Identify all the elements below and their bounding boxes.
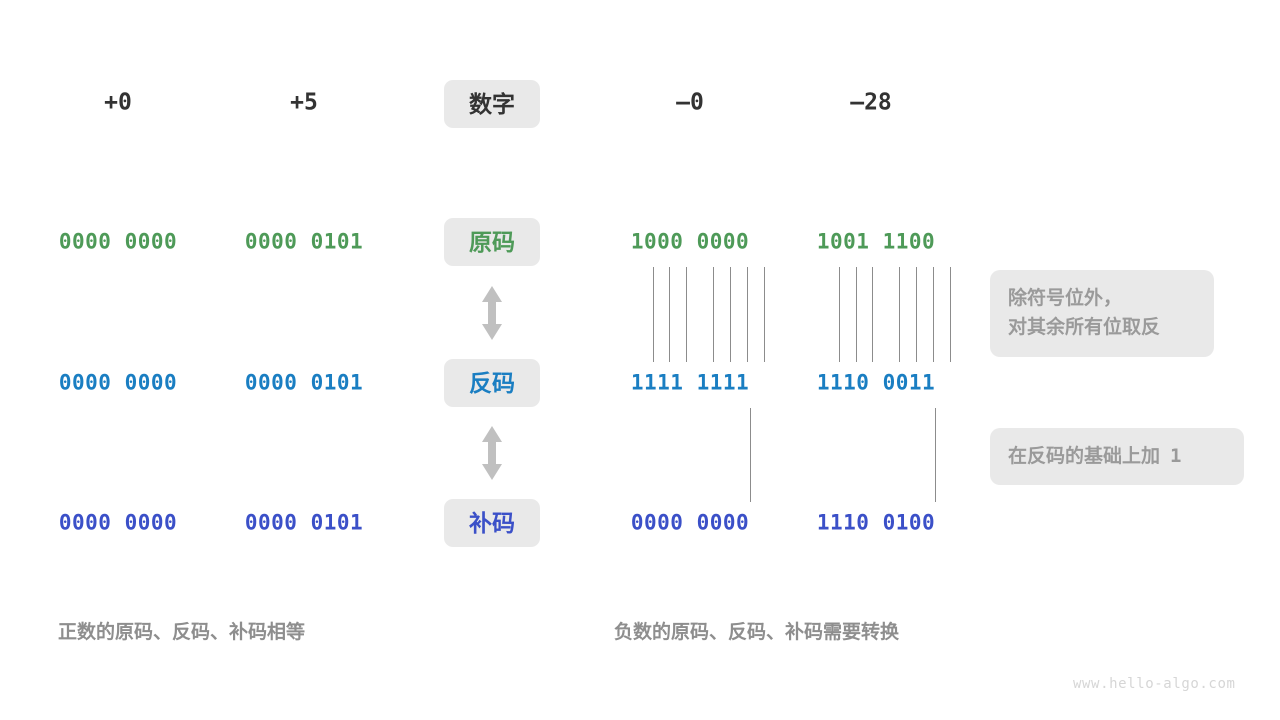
caption-negative-numbers: 负数的原码、反码、补码需要转换: [614, 622, 900, 643]
cell-sign-magnitude-plus-five: 0000 0101: [244, 229, 364, 254]
row-label-twos-complement: 补码: [444, 499, 540, 547]
connector-line: [856, 267, 857, 362]
cell-sign-magnitude-minus-zero: 1000 0000: [630, 229, 750, 254]
cell-ones-complement-plus-five: 0000 0101: [244, 370, 364, 395]
note-add-one-value: 1: [1170, 445, 1182, 467]
header-value-plus-zero: +0: [104, 89, 132, 116]
header-label-number: 数字: [444, 80, 540, 128]
note-add-one-text: 在反码的基础上加: [1008, 446, 1161, 467]
connector-line: [950, 267, 951, 362]
connector-line: [713, 267, 714, 362]
cell-twos-complement-plus-zero: 0000 0000: [58, 510, 178, 535]
cell-twos-complement-plus-five: 0000 0101: [244, 510, 364, 535]
note-invert-bits: 除符号位外， 对其余所有位取反: [990, 270, 1214, 357]
cell-ones-complement-minus-twenty-eight: 1110 0011: [816, 370, 936, 395]
connector-line: [839, 267, 840, 362]
header-value-minus-zero: –0: [676, 89, 704, 116]
cell-twos-complement-minus-twenty-eight: 1110 0100: [816, 510, 936, 535]
connector-line: [669, 267, 670, 362]
cell-sign-magnitude-minus-twenty-eight: 1001 1100: [816, 229, 936, 254]
arrow-ones-complement-to-twos-complement: [480, 425, 504, 481]
connector-line: [764, 267, 765, 362]
cell-twos-complement-minus-zero: 0000 0000: [630, 510, 750, 535]
header-value-minus-twenty-eight: –28: [850, 89, 892, 116]
connector-line: [686, 267, 687, 362]
arrow-sign-magnitude-to-ones-complement: [480, 285, 504, 341]
row-label-ones-complement: 反码: [444, 359, 540, 407]
cell-ones-complement-minus-zero: 1111 1111: [630, 370, 750, 395]
watermark: www.hello-algo.com: [1073, 676, 1236, 692]
row-label-sign-magnitude: 原码: [444, 218, 540, 266]
connector-line: [933, 267, 934, 362]
note-add-one: 在反码的基础上加 1: [990, 428, 1244, 486]
connector-line: [872, 267, 873, 362]
cell-sign-magnitude-plus-zero: 0000 0000: [58, 229, 178, 254]
connector-line: [747, 267, 748, 362]
connector-line: [653, 267, 654, 362]
cell-ones-complement-plus-zero: 0000 0000: [58, 370, 178, 395]
connector-line: [935, 408, 936, 502]
caption-positive-numbers: 正数的原码、反码、补码相等: [58, 622, 306, 643]
connector-line: [899, 267, 900, 362]
connector-line: [916, 267, 917, 362]
connector-line: [750, 408, 751, 502]
connector-line: [730, 267, 731, 362]
header-value-plus-five: +5: [290, 89, 318, 116]
